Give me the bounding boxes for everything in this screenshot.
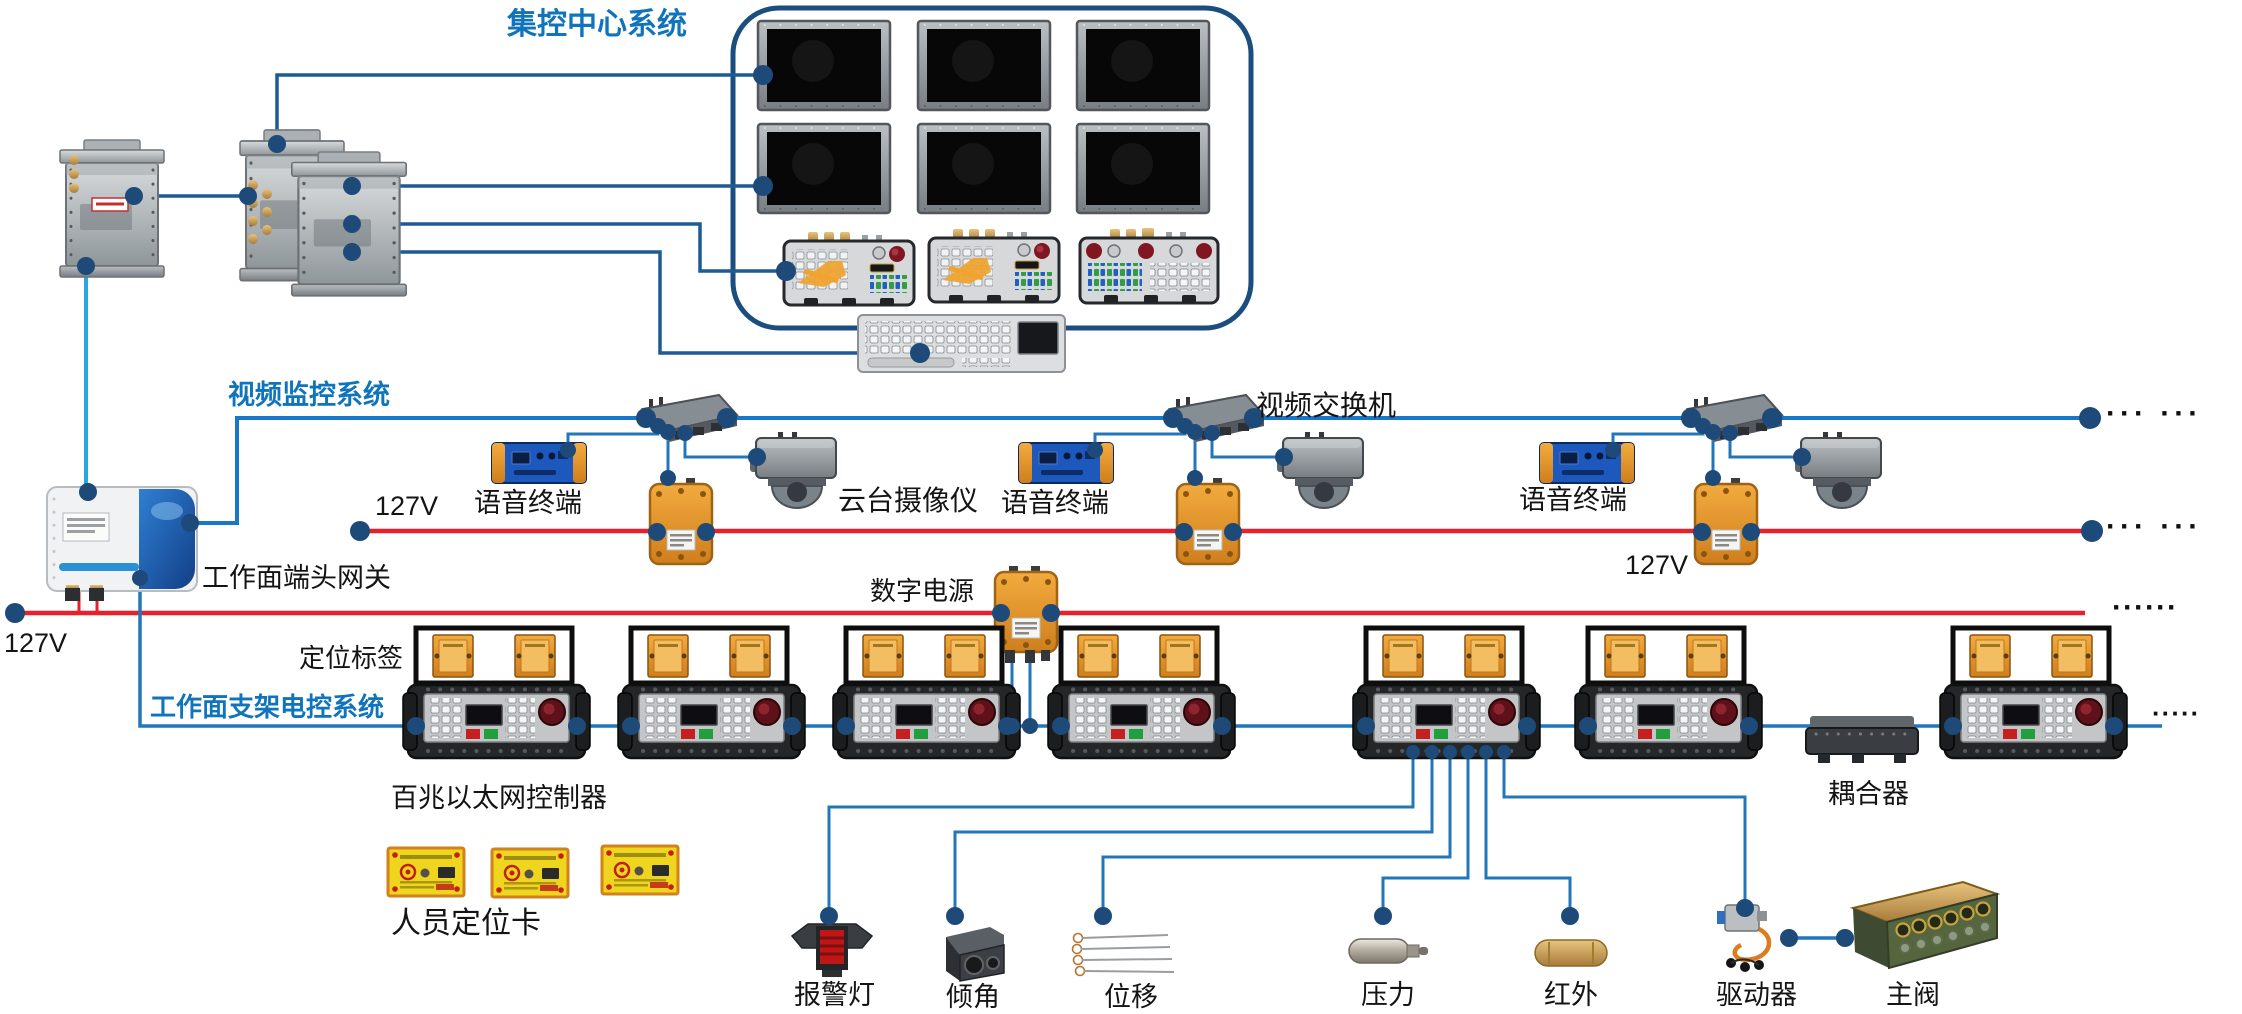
ellipsis-power-lower: ······ bbox=[2112, 591, 2178, 624]
ellipsis-power-upper: ··· ··· bbox=[2106, 510, 2203, 543]
power-coupler-2 bbox=[1175, 476, 1241, 566]
label-voice-terminal-3: 语音终端 bbox=[1519, 485, 1627, 515]
displacement-sensor-device bbox=[1071, 932, 1175, 977]
ethernet-controller-2 bbox=[616, 683, 807, 760]
power-coupler-3 bbox=[1693, 476, 1759, 566]
label-infrared-sensor: 红外 bbox=[1544, 980, 1598, 1010]
label-voice-terminal-2: 语音终端 bbox=[1001, 488, 1109, 518]
main-valve-device bbox=[1851, 880, 1999, 970]
ptz-camera-3 bbox=[1794, 431, 1882, 509]
label-main-valve: 主阀 bbox=[1886, 980, 1940, 1010]
industrial-keyboard bbox=[857, 314, 1066, 373]
gateway-device bbox=[46, 486, 198, 601]
label-video-switch: 视频交换机 bbox=[1256, 390, 1397, 421]
personnel-card-1 bbox=[386, 846, 466, 898]
power-coupler-1 bbox=[648, 476, 714, 566]
label-control-center: 集控中心系统 bbox=[507, 8, 687, 41]
label-displacement-sensor: 位移 bbox=[1104, 982, 1158, 1012]
infrared-sensor-device bbox=[1534, 939, 1608, 967]
monitor-3 bbox=[1075, 19, 1211, 112]
ethernet-controller-7 bbox=[1938, 683, 2129, 760]
ellipsis-controller-bus: ····· bbox=[2152, 698, 2201, 728]
coupler-device bbox=[1804, 714, 1920, 765]
operator-console-2 bbox=[929, 229, 1059, 303]
label-voice-terminal-1: 语音终端 bbox=[474, 488, 582, 518]
label-pressure-sensor: 压力 bbox=[1361, 980, 1415, 1010]
label-gateway: 工作面端头网关 bbox=[202, 563, 391, 593]
ethernet-controller-3 bbox=[831, 683, 1022, 760]
position-tag-box-4 bbox=[1061, 628, 1217, 683]
ptz-camera-2 bbox=[1276, 431, 1364, 509]
ellipsis-video-line: ··· ··· bbox=[2106, 397, 2203, 430]
personnel-card-3 bbox=[600, 844, 680, 896]
label-voltage-lower: 127V bbox=[4, 628, 68, 658]
monitor-2 bbox=[916, 19, 1052, 112]
label-ethernet-controller: 百兆以太网控制器 bbox=[391, 783, 607, 813]
label-driver: 驱动器 bbox=[1716, 980, 1797, 1010]
operator-console-1 bbox=[784, 232, 914, 306]
position-tag-box-2 bbox=[631, 628, 787, 683]
label-video-system: 视频监控系统 bbox=[228, 380, 390, 410]
monitor-4 bbox=[756, 122, 892, 215]
label-support-system: 工作面支架电控系统 bbox=[150, 692, 385, 722]
label-tilt-sensor: 倾角 bbox=[946, 982, 1000, 1012]
position-tag-box-5 bbox=[1366, 628, 1522, 683]
position-tag-box-1 bbox=[416, 628, 572, 683]
alarm-light-device bbox=[790, 922, 874, 979]
ethernet-controller-1 bbox=[401, 683, 592, 760]
substation-box-2 bbox=[238, 128, 408, 298]
position-tag-box-3 bbox=[846, 628, 1002, 683]
pressure-sensor-device bbox=[1348, 938, 1429, 964]
substation-box-1 bbox=[58, 138, 166, 279]
label-coupler: 耦合器 bbox=[1828, 779, 1909, 809]
operator-console-3 bbox=[1078, 226, 1220, 305]
label-alarm-light: 报警灯 bbox=[794, 980, 875, 1010]
label-position-tag: 定位标签 bbox=[299, 643, 404, 673]
label-voltage-upper: 127V bbox=[375, 491, 439, 521]
connection-nodes bbox=[5, 65, 2123, 947]
personnel-card-2 bbox=[490, 847, 570, 899]
position-tag-box-6 bbox=[1588, 628, 1744, 683]
digital-power-box bbox=[993, 564, 1059, 663]
label-ptz-camera: 云台摄像仪 bbox=[838, 485, 979, 516]
label-personnel-card: 人员定位卡 bbox=[391, 907, 541, 940]
label-voltage-cluster3: 127V bbox=[1625, 550, 1689, 580]
monitor-5 bbox=[916, 122, 1052, 215]
ptz-camera-1 bbox=[749, 431, 837, 509]
ethernet-controller-4 bbox=[1046, 683, 1237, 760]
label-digital-power: 数字电源 bbox=[870, 576, 975, 606]
position-tag-box-7 bbox=[1953, 628, 2109, 683]
tilt-sensor-device bbox=[945, 926, 1005, 982]
monitor-1 bbox=[756, 19, 892, 112]
ethernet-controller-6 bbox=[1573, 683, 1764, 760]
monitor-6 bbox=[1075, 122, 1211, 215]
